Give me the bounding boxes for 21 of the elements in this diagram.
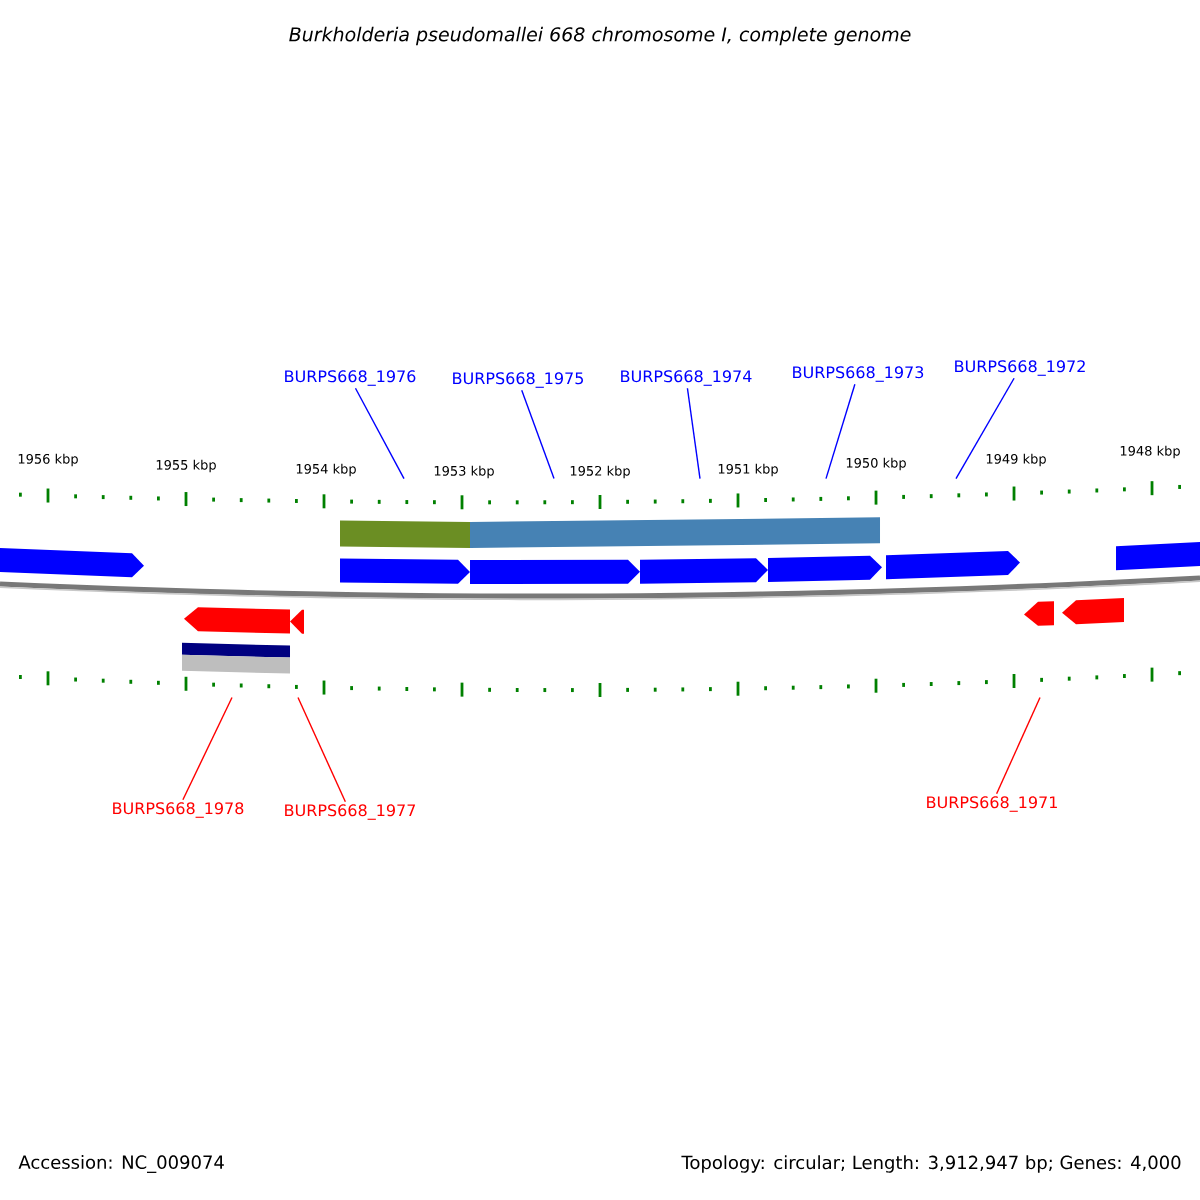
leader-line [995,696,1041,795]
leader-line [521,389,555,480]
gene-label: BURPS668_1978 [113,802,244,818]
leader-line [297,696,347,803]
gene-label: BURPS668_1976 [285,370,416,386]
gene-label: BURPS668_1972 [955,360,1085,376]
gene-label: BURPS668_1974 [621,370,752,386]
leader-line [955,377,1015,480]
gene-label: BURPS668_1975 [453,372,584,388]
info-text: Topology: circular; Length: 3,912,947 bp; Genes: 4,000 [681,1155,1181,1173]
gene-label: BURPS668_1973 [793,366,924,382]
leader-line [686,387,701,480]
gene-label: BURPS668_1971 [927,796,1057,812]
leader-line [182,696,233,801]
leader-line [825,383,856,480]
gene-label: BURPS668_1977 [285,804,416,820]
info-text: Accession: NC_009074 [18,1155,224,1173]
title: Burkholderia pseudomallei 668 chromosome I, complete genome [289,26,911,46]
scale-ruler [19,667,1181,697]
scale-ruler [19,481,1181,510]
leader-line [354,387,405,480]
